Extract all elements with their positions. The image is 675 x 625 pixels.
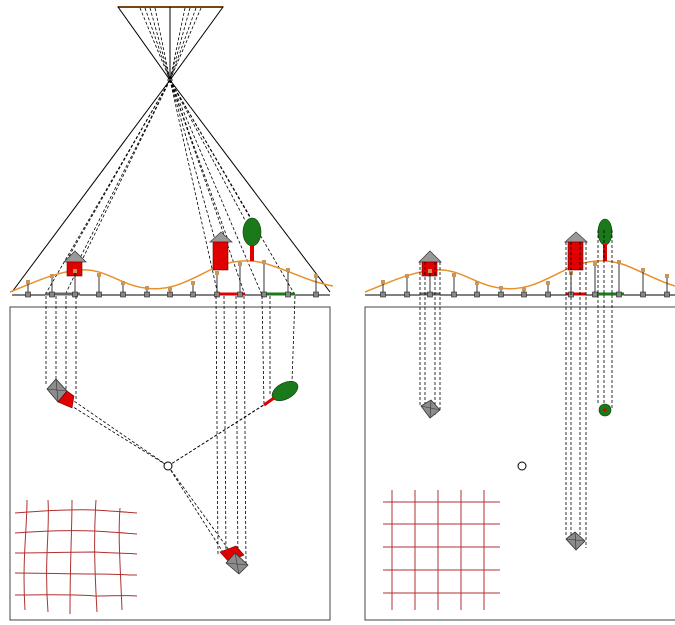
cone-left-edge: [11, 79, 171, 293]
terrain-marker: [50, 274, 54, 278]
post-base: [592, 291, 598, 298]
image-house-top-left: [46, 378, 75, 409]
post-base: [521, 291, 527, 298]
tree: [242, 217, 262, 261]
post-base: [545, 291, 551, 298]
post-base: [640, 291, 646, 298]
terrain-marker: [617, 260, 621, 264]
terrain-marker: [238, 262, 242, 266]
ortho-house-bottom: [565, 531, 586, 551]
terrain-marker: [428, 269, 432, 273]
terrain-marker: [262, 260, 266, 264]
terrain-marker: [499, 286, 503, 290]
image-frame-right: [364, 306, 675, 621]
camera-cone: [11, 6, 331, 293]
house-right: [208, 231, 234, 271]
post-base: [285, 291, 291, 298]
post-base: [120, 291, 126, 298]
image-rays-left: [45, 295, 296, 569]
post-base: [261, 291, 267, 298]
image-tree-left: [263, 381, 299, 407]
tree-right-panel: [597, 218, 613, 261]
regular-grid: [383, 490, 500, 610]
terrain-marker: [286, 268, 290, 272]
principal-point-right: [517, 461, 527, 471]
post-base: [49, 291, 55, 298]
terrain-marker: [452, 273, 456, 277]
image-house-bottom: [219, 545, 249, 575]
terrain-marker: [73, 269, 77, 273]
orthographic-panel: [364, 218, 675, 621]
post-base: [190, 291, 196, 298]
terrain-marker: [665, 274, 669, 278]
distorted-grid: [14, 499, 138, 615]
post-base: [96, 291, 102, 298]
ground-baseline-right: [365, 292, 675, 296]
terrain-marker: [593, 262, 597, 266]
post-base: [664, 291, 670, 298]
baseline-posts: [25, 260, 319, 298]
post-base: [451, 291, 457, 298]
post-base: [313, 291, 319, 298]
terrain-marker: [145, 286, 149, 290]
terrain-marker: [381, 280, 385, 284]
terrain-marker: [405, 274, 409, 278]
house-right-right-panel: [563, 231, 589, 271]
terrain-marker: [546, 281, 550, 285]
post-base: [25, 291, 31, 298]
post-base: [144, 291, 150, 298]
terrain-marker: [215, 271, 219, 275]
terrain-marker: [641, 268, 645, 272]
image-rays-right: [419, 230, 613, 548]
terrain-marker: [191, 281, 195, 285]
post-base: [474, 291, 480, 298]
post-base: [380, 291, 386, 298]
terrain-marker: [26, 280, 30, 284]
terrain-marker: [97, 273, 101, 277]
terrain-marker: [314, 274, 318, 278]
post-base: [237, 291, 243, 298]
post-base: [214, 291, 220, 298]
terrain-marker: [522, 287, 526, 291]
post-base: [616, 291, 622, 298]
image-frame-left: [9, 306, 331, 621]
principal-point-left: [163, 461, 173, 471]
ortho-house-top-left: [420, 399, 441, 419]
perspective-panel: [9, 6, 334, 621]
post-base: [404, 291, 410, 298]
ortho-tree: [598, 403, 612, 417]
post-base: [498, 291, 504, 298]
terrain-profile-right: [364, 260, 675, 293]
post-base: [427, 291, 433, 298]
post-base: [167, 291, 173, 298]
projection-rays: [44, 7, 296, 296]
terrain-marker: [121, 281, 125, 285]
post-base: [72, 291, 78, 298]
terrain-marker: [475, 281, 479, 285]
cone-right-edge: [169, 79, 331, 293]
terrain-marker: [168, 287, 172, 291]
